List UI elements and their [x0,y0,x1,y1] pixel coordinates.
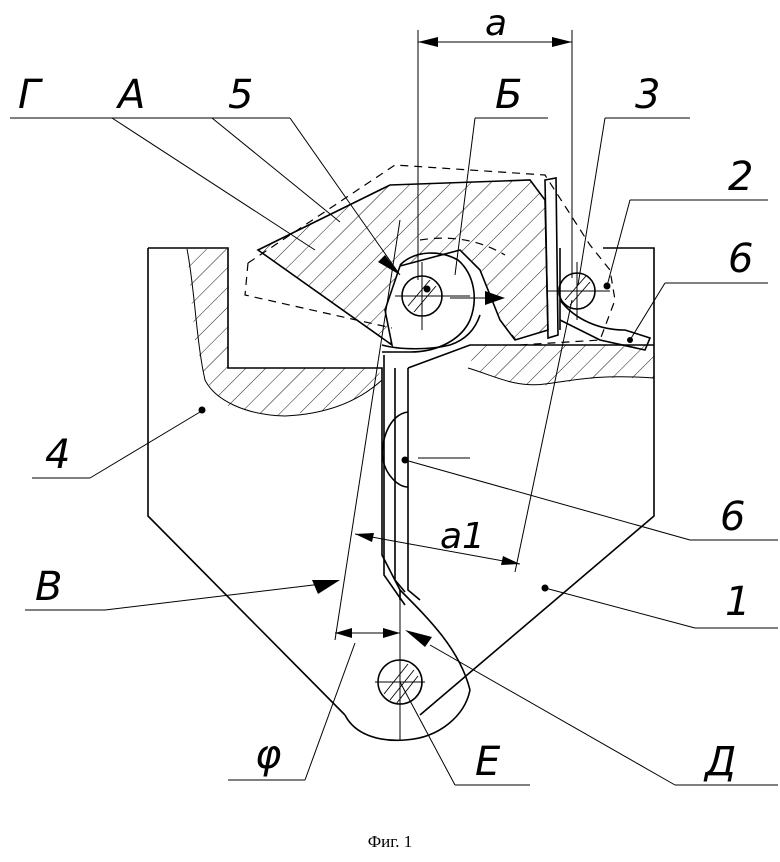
cutter-block-solid [258,180,548,345]
label-2: 2 [728,154,753,200]
label-E: Е [475,739,501,785]
label-1: 1 [725,579,750,625]
label-dim-a: a [485,3,507,44]
label-B: Б [495,72,522,118]
label-D: Д [703,739,736,785]
label-6-mid: 6 [720,494,745,540]
figure-caption: Фиг. 1 [0,832,780,852]
label-phi: φ [255,732,281,778]
label-A: А [115,72,145,118]
label-6-top: 6 [728,236,753,282]
knife-plate [545,178,558,338]
upper-right-pin [548,262,650,350]
label-4: 4 [45,432,70,478]
label-G: Г [18,72,43,118]
label-5: 5 [228,72,253,118]
label-dim-a1: a1 [440,516,485,557]
inner-block-1 [395,345,478,600]
reference-dots [199,407,549,592]
label-V: В [35,564,62,610]
dimension-phi [335,590,400,740]
arrow-V [312,580,340,594]
arrow-D [405,630,432,647]
label-3: 3 [635,72,660,118]
